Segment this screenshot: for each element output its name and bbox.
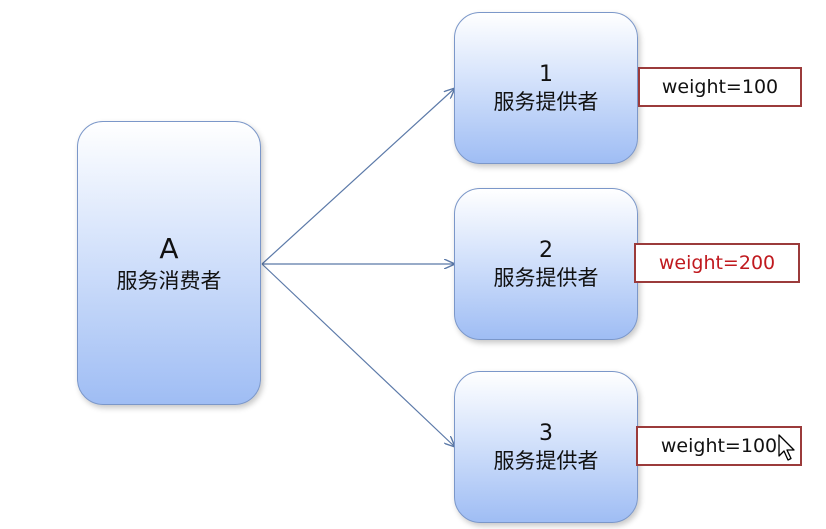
weight-label-2: weight=200 (634, 243, 800, 283)
provider-label: 服务提供者 (493, 449, 599, 473)
arrow-to-provider-1 (261, 88, 455, 265)
arrow-to-provider-3 (261, 263, 455, 447)
weight-label-1: weight=100 (638, 67, 802, 107)
weight-label-3: weight=100 (636, 426, 802, 466)
provider-node-2: 2 服务提供者 (454, 188, 638, 340)
consumer-letter: A (159, 232, 179, 265)
provider-label: 服务提供者 (493, 266, 599, 290)
provider-node-1: 1 服务提供者 (454, 12, 638, 164)
provider-number: 3 (539, 421, 553, 446)
consumer-label: 服务消费者 (116, 269, 222, 293)
provider-number: 2 (539, 238, 553, 263)
mouse-pointer-icon (778, 434, 795, 461)
provider-number: 1 (539, 62, 553, 87)
provider-node-3: 3 服务提供者 (454, 371, 638, 523)
consumer-node-a: A 服务消费者 (77, 121, 261, 405)
provider-label: 服务提供者 (493, 90, 599, 114)
